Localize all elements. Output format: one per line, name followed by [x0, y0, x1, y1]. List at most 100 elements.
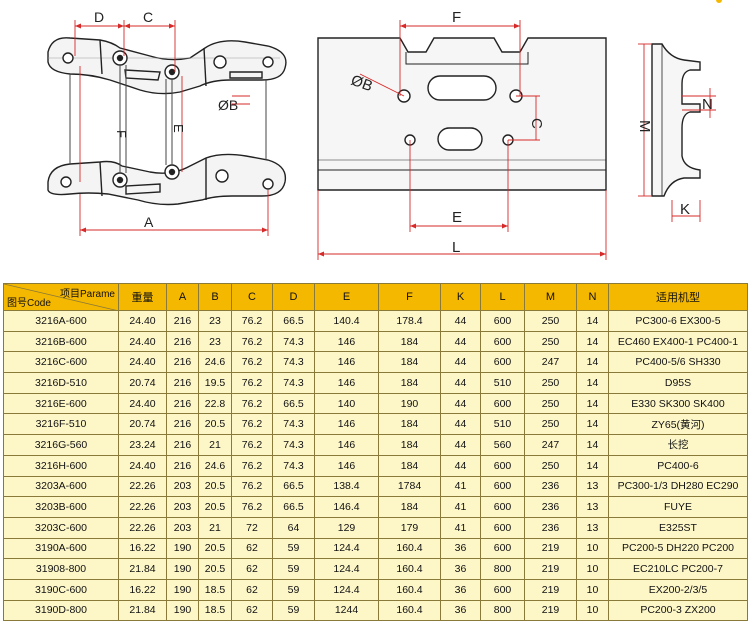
dim-label-f-plate: F	[452, 9, 461, 26]
table-cell: 3190D-800	[3, 599, 119, 621]
table-cell: E330 SK300 SK400	[608, 392, 748, 415]
table-cell: 124.4	[314, 537, 379, 560]
table-cell: 3216C-600	[3, 351, 119, 374]
dim-label-e-plate: E	[452, 209, 462, 226]
table-cell: 20.5	[198, 475, 232, 498]
table-cell: 23	[198, 310, 232, 332]
header-f: F	[378, 283, 441, 311]
technical-drawings: D C F E ØB A	[0, 0, 750, 272]
dim-label-a: A	[144, 214, 154, 230]
table-cell: 3216G-560	[3, 434, 119, 456]
table-cell: 1244	[314, 599, 379, 621]
table-cell: 560	[480, 434, 525, 456]
table-cell: 3203C-600	[3, 516, 119, 539]
table-cell: 250	[524, 454, 577, 477]
header-b: B	[198, 283, 232, 311]
table-cell: 20.5	[198, 413, 232, 436]
header-d: D	[272, 283, 315, 311]
table-cell: 250	[524, 392, 577, 415]
table-cell: 36	[440, 558, 481, 580]
table-cell: 10	[576, 578, 609, 601]
table-cell: 3216A-600	[3, 310, 119, 332]
table-cell: 160.4	[378, 537, 441, 560]
table-cell: 13	[576, 475, 609, 498]
table-cell: 59	[272, 578, 315, 601]
table-cell: 10	[576, 558, 609, 580]
table-cell: 23.24	[118, 434, 167, 456]
table-cell: 23	[198, 330, 232, 353]
table-cell: 44	[440, 372, 481, 394]
table-cell: 14	[576, 392, 609, 415]
table-cell: 76.2	[231, 392, 273, 415]
table-cell: 216	[166, 372, 199, 394]
table-cell: 160.4	[378, 558, 441, 580]
table-cell: 247	[524, 351, 577, 374]
header-n: N	[576, 283, 609, 311]
profile-dimension-lines	[638, 43, 716, 222]
table-cell: 74.3	[272, 330, 315, 353]
table-cell: 146	[314, 372, 379, 394]
shoe-side-profile-drawing	[651, 43, 701, 197]
table-cell: 14	[576, 372, 609, 394]
track-shoe-plate-drawing	[317, 37, 607, 191]
table-cell: 21.84	[118, 599, 167, 621]
table-cell: 44	[440, 392, 481, 415]
table-cell: 13	[576, 496, 609, 518]
table-cell: 18.5	[198, 578, 232, 601]
table-cell: 76.2	[231, 372, 273, 394]
table-cell: 800	[480, 558, 525, 580]
table-cell: 20.5	[198, 558, 232, 580]
table-cell: 219	[524, 537, 577, 560]
table-cell: 600	[480, 330, 525, 353]
header-corner-cell: 项目Parame 图号Code	[3, 283, 119, 311]
table-cell: 14	[576, 351, 609, 374]
table-cell: 13	[576, 516, 609, 539]
table-cell: 21.84	[118, 558, 167, 580]
table-cell: 510	[480, 413, 525, 436]
table-cell: 250	[524, 330, 577, 353]
table-cell: FUYE	[608, 496, 748, 518]
table-cell: 3216F-510	[3, 413, 119, 436]
dim-label-m: M	[636, 120, 653, 133]
table-cell: 76.2	[231, 330, 273, 353]
table-cell: 24.40	[118, 351, 167, 374]
table-cell: 24.40	[118, 392, 167, 415]
table-cell: 74.3	[272, 413, 315, 436]
header-l: L	[480, 283, 525, 311]
table-cell: 178.4	[378, 310, 441, 332]
chain-dimension-lines	[74, 20, 269, 236]
table-cell: 600	[480, 516, 525, 539]
table-cell: 22.8	[198, 392, 232, 415]
table-cell: 76.2	[231, 310, 273, 332]
table-cell: E325ST	[608, 516, 748, 539]
table-cell: 600	[480, 392, 525, 415]
header-m: M	[524, 283, 577, 311]
header-weight: 重量	[118, 283, 167, 311]
table-cell: 146	[314, 330, 379, 353]
table-cell: 236	[524, 516, 577, 539]
table-cell: 44	[440, 310, 481, 332]
table-cell: 3190A-600	[3, 537, 119, 560]
table-cell: 216	[166, 330, 199, 353]
table-cell: EX200-2/3/5	[608, 578, 748, 601]
table-cell: 184	[378, 413, 441, 436]
table-cell: 21	[198, 516, 232, 539]
table-cell: 44	[440, 330, 481, 353]
table-cell: 3203A-600	[3, 475, 119, 498]
table-cell: 14	[576, 413, 609, 436]
table-cell: 140.4	[314, 310, 379, 332]
header-k: K	[440, 283, 481, 311]
table-cell: 160.4	[378, 578, 441, 601]
table-cell: 44	[440, 434, 481, 456]
table-cell: 600	[480, 496, 525, 518]
table-cell: 146	[314, 454, 379, 477]
table-cell: 184	[378, 496, 441, 518]
corner-diagonal	[4, 284, 115, 310]
table-cell: 179	[378, 516, 441, 539]
